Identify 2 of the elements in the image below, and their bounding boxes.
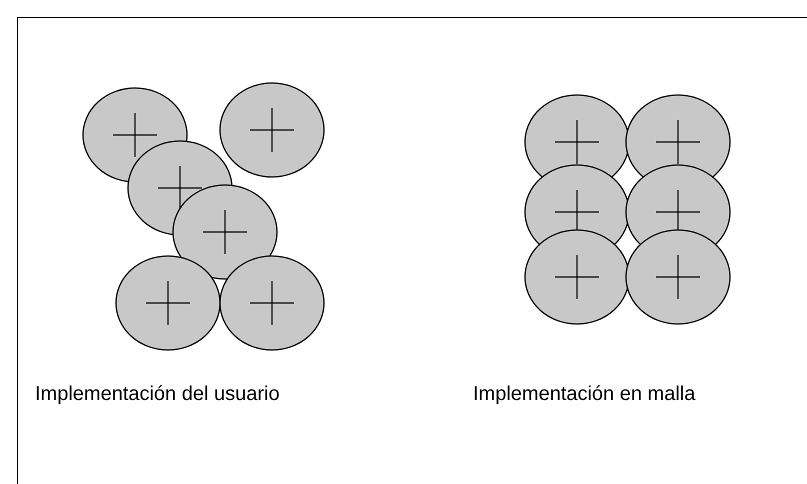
- caption-text: Implementación en malla: [473, 383, 696, 406]
- caption-text: Implementación del usuario: [35, 383, 280, 406]
